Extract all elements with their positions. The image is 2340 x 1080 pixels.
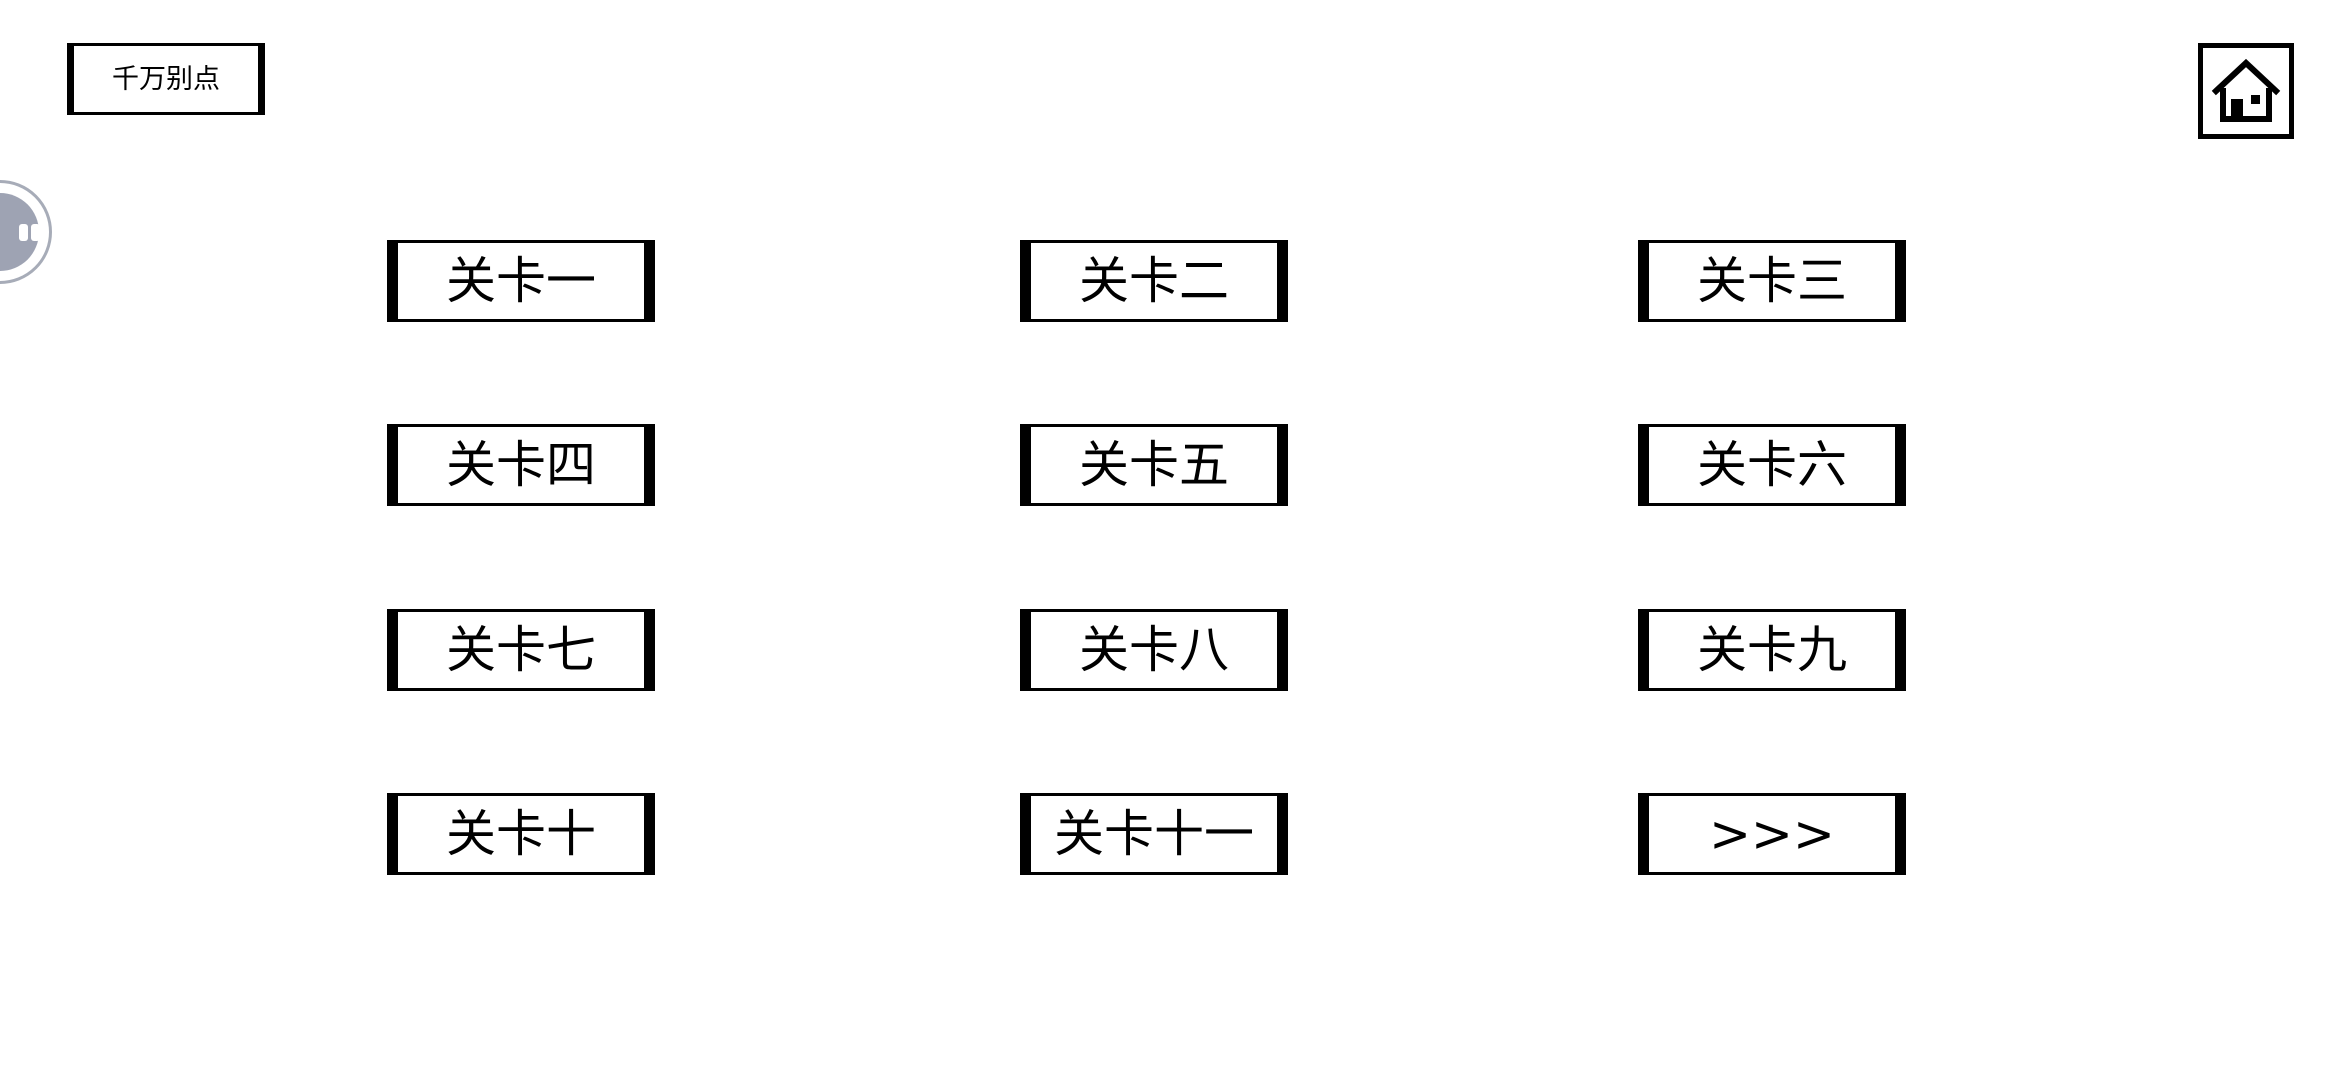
level-label: 关卡一 [446, 252, 596, 310]
level-1-button[interactable]: 关卡一 [387, 240, 655, 322]
next-page-label: >>> [1709, 805, 1835, 863]
level-label: 关卡二 [1079, 252, 1229, 310]
level-6-button[interactable]: 关卡六 [1638, 424, 1906, 506]
dont-click-label: 千万别点 [112, 63, 220, 95]
level-label: 关卡三 [1697, 252, 1847, 310]
home-button[interactable] [2198, 43, 2294, 139]
level-label: 关卡八 [1079, 621, 1229, 679]
level-label: 关卡九 [1697, 621, 1847, 679]
next-page-button[interactable]: >>> [1638, 793, 1906, 875]
level-9-button[interactable]: 关卡九 [1638, 609, 1906, 691]
level-11-button[interactable]: 关卡十一 [1020, 793, 1288, 875]
level-label: 关卡七 [446, 621, 596, 679]
level-2-button[interactable]: 关卡二 [1020, 240, 1288, 322]
level-3-button[interactable]: 关卡三 [1638, 240, 1906, 322]
level-label: 关卡六 [1697, 436, 1847, 494]
level-label: 关卡十一 [1054, 805, 1254, 863]
pause-icon [0, 193, 40, 271]
level-5-button[interactable]: 关卡五 [1020, 424, 1288, 506]
level-10-button[interactable]: 关卡十 [387, 793, 655, 875]
level-7-button[interactable]: 关卡七 [387, 609, 655, 691]
level-4-button[interactable]: 关卡四 [387, 424, 655, 506]
dont-click-button[interactable]: 千万别点 [67, 43, 265, 115]
home-icon [2211, 58, 2281, 122]
floating-assistant-ball[interactable] [0, 180, 52, 284]
level-label: 关卡五 [1079, 436, 1229, 494]
level-label: 关卡四 [446, 436, 596, 494]
level-8-button[interactable]: 关卡八 [1020, 609, 1288, 691]
level-label: 关卡十 [446, 805, 596, 863]
